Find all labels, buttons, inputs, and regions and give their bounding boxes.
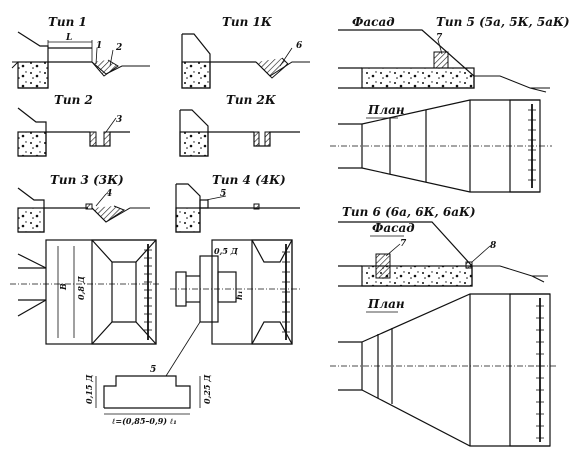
type4-plan: 0,5 Д h₁: [165, 239, 300, 377]
type4-section: Тип 4 (4К) 5: [175, 173, 300, 233]
type1-title: Тип 1: [48, 15, 87, 29]
item-7-label-bottom: 7: [400, 239, 407, 249]
item-5-label-top: 5: [220, 189, 226, 199]
type1k-title: Тип 1К: [222, 15, 273, 29]
item-2-label: 2: [115, 43, 122, 53]
type5-plan: План: [330, 99, 552, 193]
item-7-label-top: 7: [436, 33, 443, 43]
dim-05-label: 0,5 Д: [214, 246, 239, 256]
dim-015-label: 0,15 Д: [84, 374, 94, 404]
type4-plan-ticks: [282, 251, 290, 333]
type3-plan-ticks: [144, 249, 152, 331]
type6-plan: План: [330, 293, 558, 447]
type5-plan-ticks: [528, 109, 536, 181]
type6-title: Тип 6 (6а, 6К, 6аК): [342, 205, 476, 219]
facade2-title: Фасад: [372, 221, 415, 235]
item-8-label: 8: [490, 241, 497, 251]
type3-title: Тип 3 (3К): [50, 173, 124, 187]
item-3-label: 3: [116, 115, 122, 125]
dim-b-label: В: [58, 283, 68, 291]
facade1-title: Фасад: [352, 15, 395, 29]
type2-section: Тип 2 3: [17, 93, 130, 157]
detail-5: 5 0,15 Д 0,25 Д ℓ=(0,85–0,9) ℓ₁: [84, 365, 212, 426]
item-4-label: 4: [106, 189, 112, 199]
plan1-title: План: [367, 103, 405, 117]
type3-section: Тип 3 (3К) 4: [17, 173, 150, 233]
dim-h1-label: h₁: [234, 291, 244, 300]
type6-facade: Тип 6 (6а, 6К, 6аК) Фасад 7 8: [338, 205, 548, 287]
type1k-section: Тип 1К 6: [181, 15, 310, 89]
type4-title: Тип 4 (4К): [212, 173, 286, 187]
type5-title: Тип 5 (5а, 5К, 5аК): [436, 15, 570, 29]
item-1-label: 1: [96, 41, 102, 51]
item-6-label: 6: [296, 41, 303, 51]
type2-title: Тип 2: [54, 93, 93, 107]
type2k-section: Тип 2К: [179, 93, 300, 157]
type1-section: Тип 1 L 1 2: [11, 15, 150, 89]
type2k-title: Тип 2К: [226, 93, 277, 107]
item-5-label-bottom: 5: [150, 365, 156, 375]
dim-025-label: 0,25 Д: [202, 374, 212, 404]
dim-bottom-label: ℓ=(0,85–0,9) ℓ₁: [112, 416, 177, 426]
type5-facade: Фасад Тип 5 (5а, 5К, 5аК) 7: [338, 15, 570, 93]
length-label: L: [65, 33, 72, 43]
dim-08-label: 0,8 Д: [76, 275, 86, 300]
plan2-title: План: [367, 297, 405, 311]
type3-plan: В 0,8 Д: [10, 239, 160, 345]
